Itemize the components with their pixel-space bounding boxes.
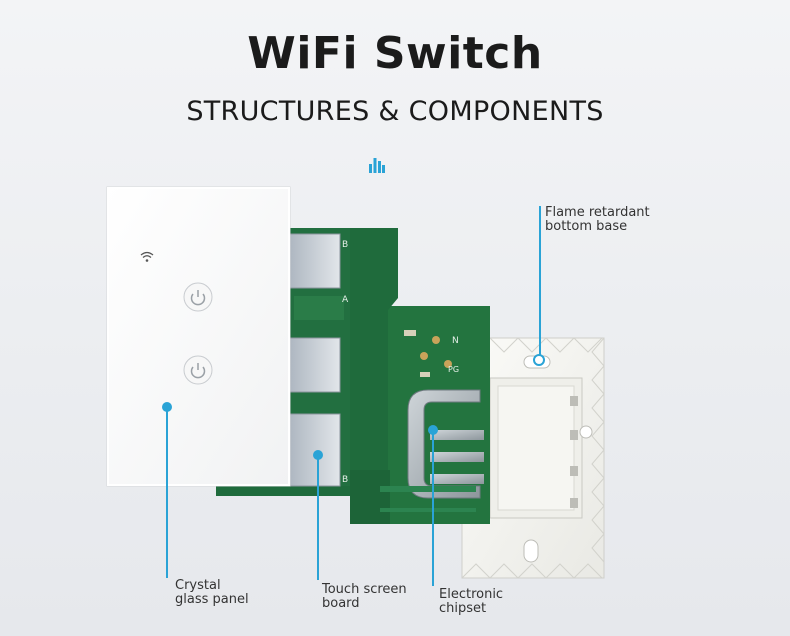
relay-label-mid: A [342, 295, 349, 305]
crystal-glass-panel [106, 186, 291, 487]
label-touch-screen-board: Touch screen board [322, 582, 407, 611]
relay-label-bottom: B [342, 475, 348, 485]
callout-line-touch [317, 456, 319, 580]
electronic-chipset-board: N PG [350, 306, 490, 524]
callout-dot-chipset [428, 425, 438, 435]
callout-dot-crystal [162, 402, 172, 412]
signal-bars-icon [369, 158, 385, 173]
callout-line-chipset [432, 430, 434, 586]
power-icon [183, 282, 213, 312]
callout-line-crystal [166, 408, 168, 578]
callout-line-base [539, 206, 541, 356]
chip-label-pg: PG [448, 365, 459, 374]
wifi-icon [140, 251, 154, 262]
chip-label-n: N [452, 336, 459, 346]
label-flame-retardant-base: Flame retardant bottom base [545, 205, 650, 234]
page-title: WiFi Switch [247, 28, 543, 79]
power-icon [183, 355, 213, 385]
callout-dot-base [533, 354, 545, 366]
relay-label-top: B [342, 240, 348, 250]
label-crystal-glass-panel: Crystal glass panel [175, 578, 249, 607]
bottom-base [461, 337, 605, 579]
label-electronic-chipset: Electronic chipset [439, 587, 504, 616]
callout-dot-touch [313, 450, 323, 460]
page-subtitle: STRUCTURES & COMPONENTS [186, 96, 604, 127]
touch-screen-board: B A B [216, 228, 398, 496]
